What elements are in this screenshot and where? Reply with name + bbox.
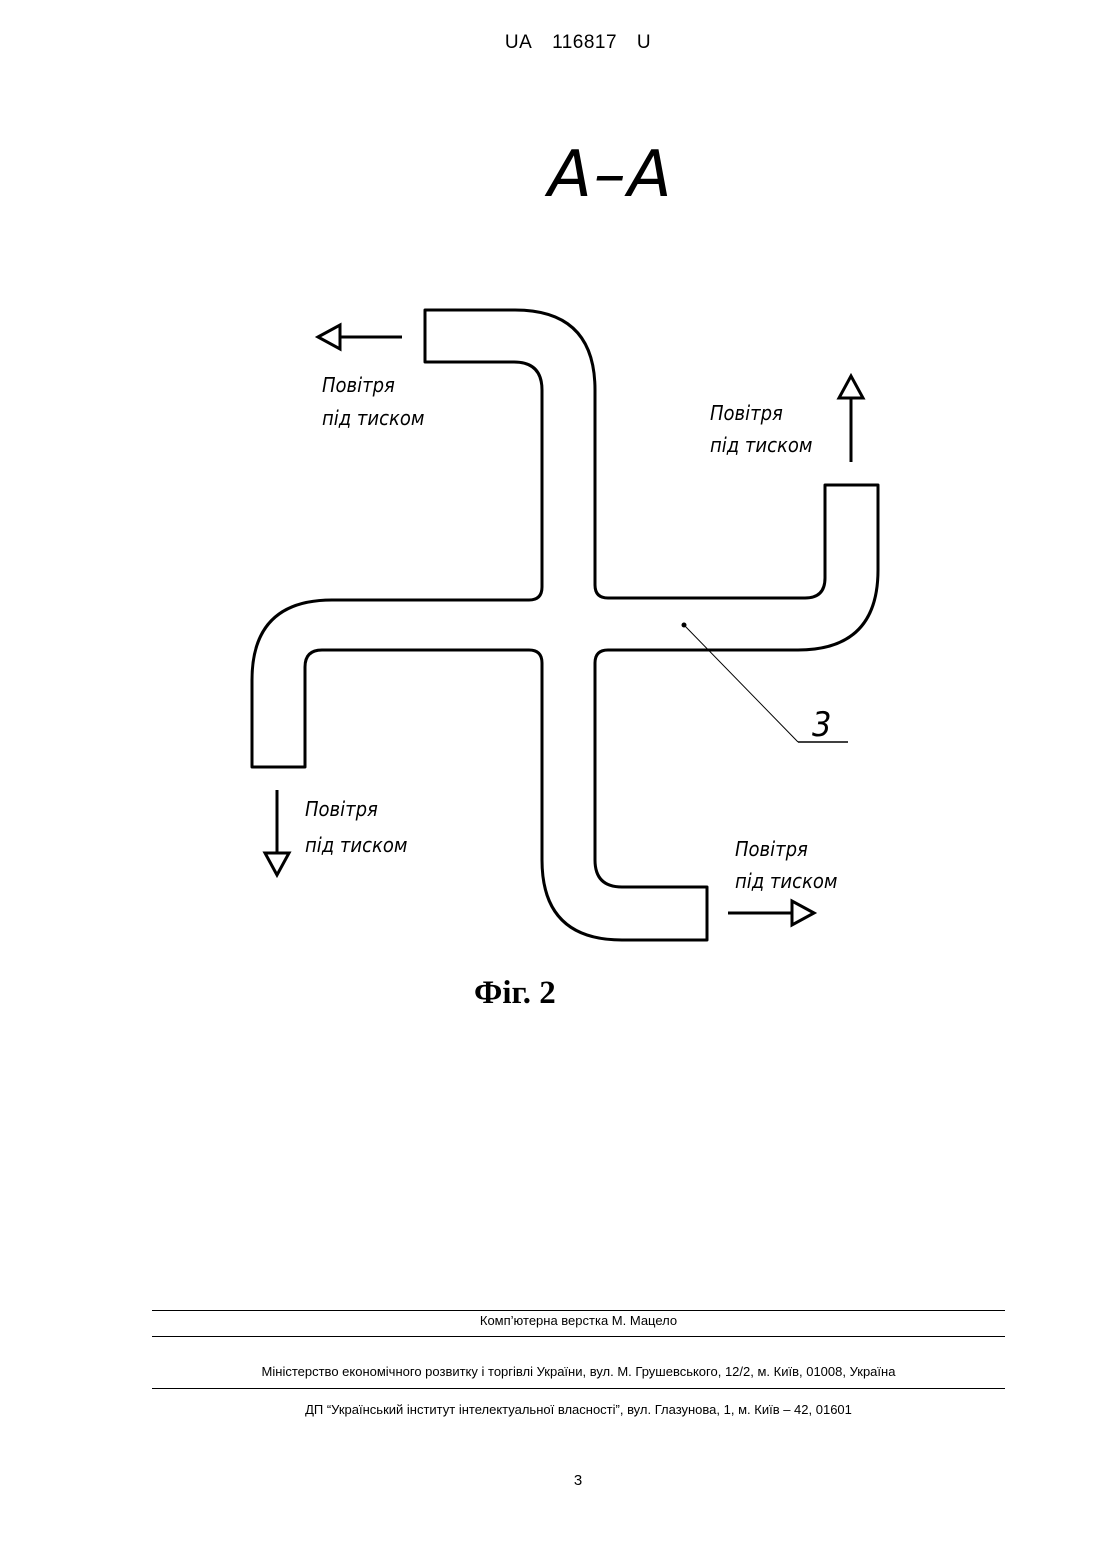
flow-label-bottom-left-line2: під тиском (305, 833, 407, 857)
arrow-up-icon (839, 376, 863, 462)
arrow-right-icon (728, 901, 814, 925)
footer-layout-credit: Комп’ютерна верстка М. Мацело (152, 1313, 1005, 1328)
footer-ministry: Міністерство економічного розвитку і тор… (152, 1364, 1005, 1379)
arrow-left-icon (318, 325, 402, 349)
footer-rule-bottom (152, 1388, 1005, 1389)
reference-numeral: 3 (812, 705, 831, 745)
flow-label-bottom-right-line2: під тиском (735, 869, 837, 893)
flow-label-bottom-left-line1: Повітря (305, 797, 378, 821)
arrow-down-icon (265, 790, 289, 875)
footer-institute: ДП “Український інститут інтелектуальної… (152, 1402, 1005, 1417)
page-number: 3 (0, 1472, 1101, 1489)
flow-label-top-left-line2: під тиском (322, 406, 424, 430)
flow-label-top-left-line1: Повітря (322, 373, 395, 397)
footer-rule-middle (152, 1336, 1005, 1337)
footer-rule-top (152, 1310, 1005, 1311)
flow-label-top-right-line1: Повітря (710, 401, 783, 425)
flow-label-top-right-line2: під тиском (710, 433, 812, 457)
figure-caption: Фіг. 2 (474, 975, 556, 1012)
flow-label-bottom-right-line1: Повітря (735, 837, 808, 861)
